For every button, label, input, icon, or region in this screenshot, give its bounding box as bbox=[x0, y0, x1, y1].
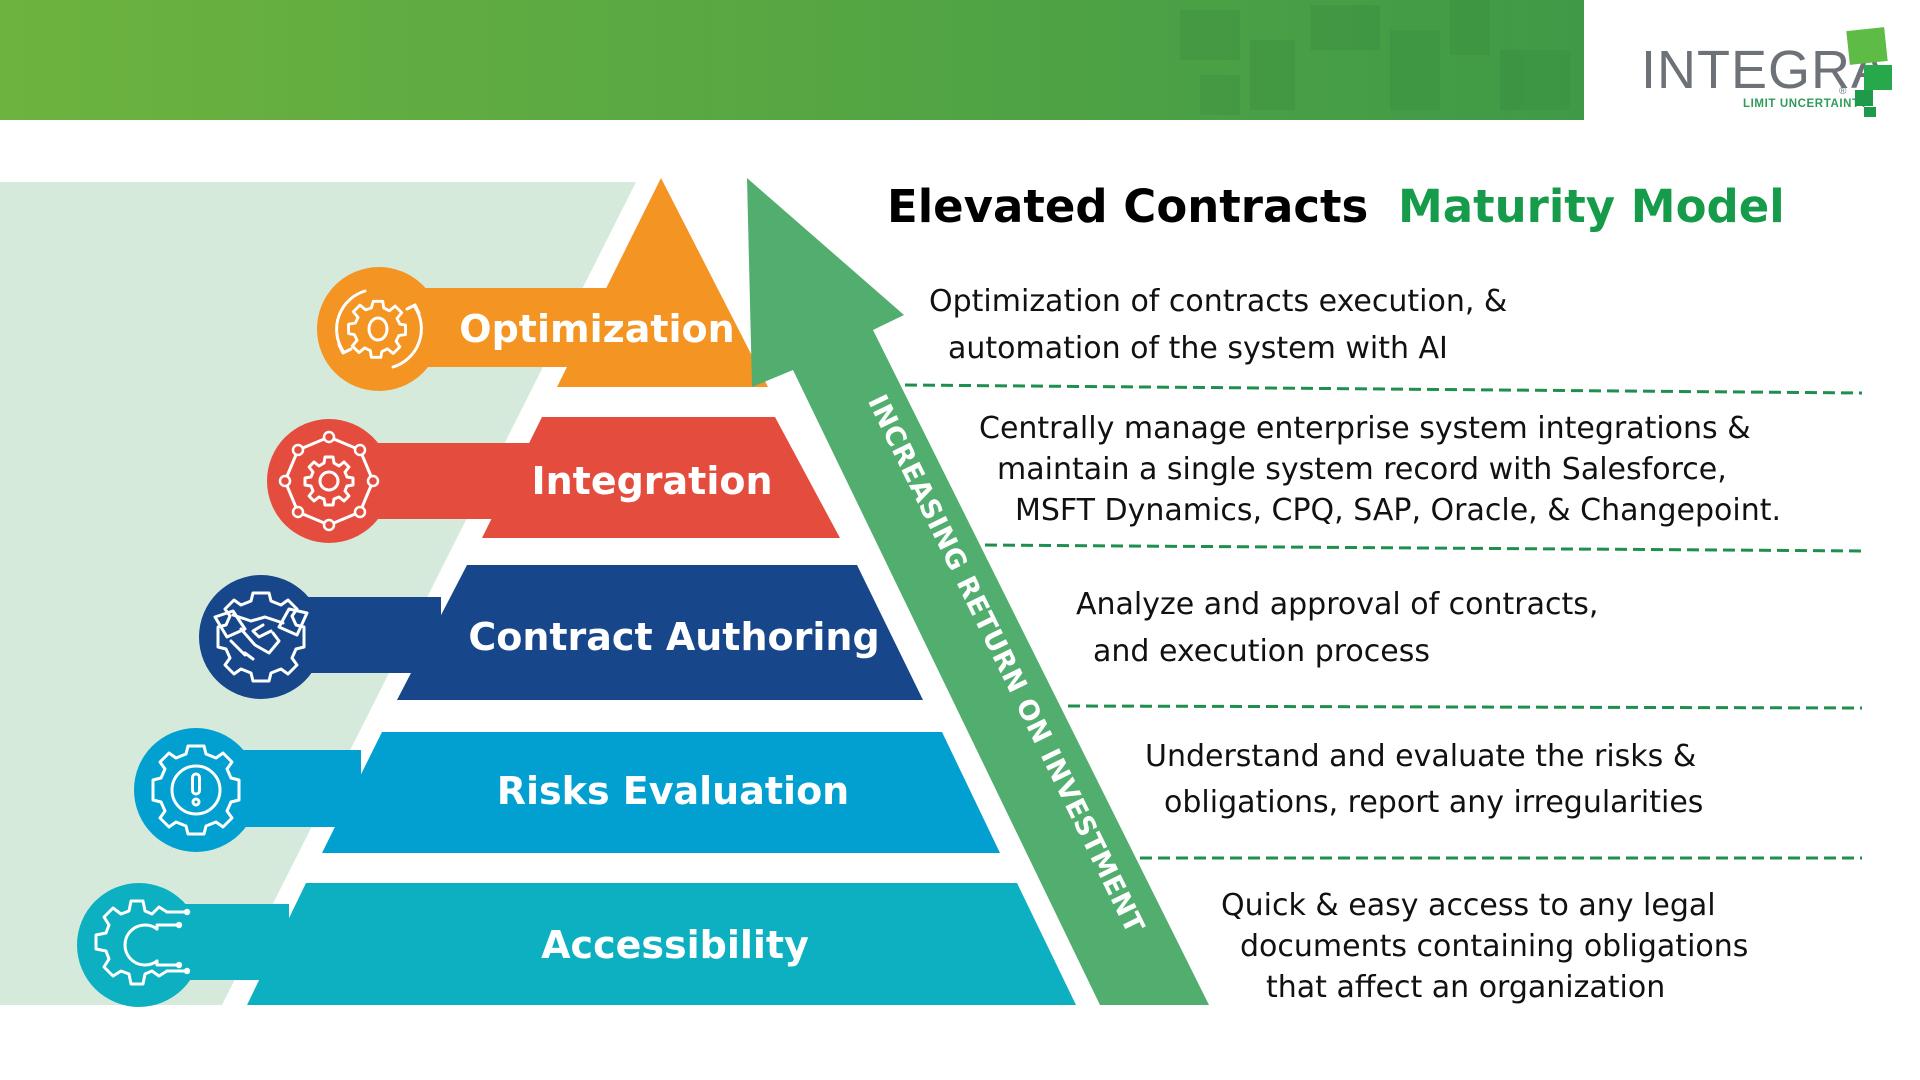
description-optimization: Optimization of contracts execution, & a… bbox=[929, 284, 1507, 366]
description-accessibility: Quick & easy access to any legal documen… bbox=[1221, 888, 1748, 1005]
description-line: Centrally manage enterprise system integ… bbox=[979, 411, 1751, 446]
roi-arrow-shape bbox=[747, 178, 1209, 1005]
description-line: MSFT Dynamics, CPQ, SAP, Oracle, & Chang… bbox=[1015, 493, 1781, 528]
logo-wordmark: INTEGRA bbox=[1641, 40, 1888, 100]
description-line: and execution process bbox=[1093, 634, 1430, 669]
gear-network-icon bbox=[278, 430, 380, 532]
page-title-part2: Maturity Model bbox=[1398, 180, 1785, 233]
description-contract-authoring: Analyze and approval of contracts, and e… bbox=[1076, 587, 1598, 669]
tier-risks-evaluation-label: Risks Evaluation bbox=[497, 769, 849, 813]
tier-integration[interactable]: Integration bbox=[267, 417, 840, 543]
description-line: maintain a single system record with Sal… bbox=[997, 452, 1727, 487]
stacked-green-squares-icon bbox=[1846, 27, 1892, 117]
tier-accessibility[interactable]: Accessibility bbox=[77, 883, 1076, 1007]
description-line: Optimization of contracts execution, & bbox=[929, 284, 1507, 319]
description-line: automation of the system with AI bbox=[948, 331, 1448, 366]
page-title-part1: Elevated Contracts bbox=[887, 180, 1368, 233]
page-title: Elevated Contracts Maturity Model bbox=[887, 180, 1785, 233]
handshake-gear-icon bbox=[213, 591, 309, 683]
gear-alert-icon bbox=[151, 744, 241, 836]
description-line: Quick & easy access to any legal bbox=[1221, 888, 1716, 923]
tier-optimization-label: Optimization bbox=[459, 307, 734, 351]
description-line: Understand and evaluate the risks & bbox=[1145, 739, 1696, 774]
integra-logo[interactable]: INTEGRA ® LIMIT UNCERTAINTY bbox=[1641, 27, 1892, 117]
tier-integration-label: Integration bbox=[531, 459, 772, 503]
tier-optimization[interactable]: Optimization bbox=[317, 178, 768, 391]
gear-cycle-icon bbox=[335, 289, 423, 369]
dividers bbox=[904, 383, 1863, 860]
description-integration: Centrally manage enterprise system integ… bbox=[979, 411, 1781, 528]
header-pattern bbox=[1180, 0, 1570, 115]
divider-1 bbox=[904, 383, 1863, 395]
tier-accessibility-label: Accessibility bbox=[541, 923, 809, 967]
tier-risks-evaluation[interactable]: Risks Evaluation bbox=[134, 728, 1000, 853]
pyramid: Optimization Integration bbox=[77, 178, 1076, 1007]
tier-accessibility-shape bbox=[247, 883, 1076, 1005]
description-line: that affect an organization bbox=[1266, 970, 1665, 1005]
divider-3 bbox=[1067, 704, 1863, 710]
description-line: Analyze and approval of contracts, bbox=[1076, 587, 1598, 622]
logo-tagline: LIMIT UNCERTAINTY bbox=[1743, 98, 1868, 110]
description-line: obligations, report any irregularities bbox=[1164, 785, 1703, 820]
tier-contract-authoring-shape bbox=[397, 565, 923, 700]
divider-2 bbox=[984, 543, 1863, 553]
header: INTEGRA ® LIMIT UNCERTAINTY bbox=[0, 0, 1892, 120]
description-line: documents containing obligations bbox=[1240, 929, 1748, 964]
descriptions: Optimization of contracts execution, & a… bbox=[929, 284, 1781, 1005]
tier-integration-shape bbox=[482, 417, 840, 538]
tier-risks-evaluation-shape bbox=[322, 732, 1000, 853]
tier-contract-authoring-label: Contract Authoring bbox=[468, 615, 879, 659]
logo-registered-mark: ® bbox=[1839, 86, 1847, 97]
gear-circuit-icon bbox=[94, 899, 191, 986]
header-band bbox=[0, 0, 1584, 120]
tier-optimization-icon-badge bbox=[317, 267, 441, 391]
tier-contract-authoring[interactable]: Contract Authoring bbox=[199, 565, 923, 700]
description-risks-evaluation: Understand and evaluate the risks & obli… bbox=[1145, 739, 1703, 820]
